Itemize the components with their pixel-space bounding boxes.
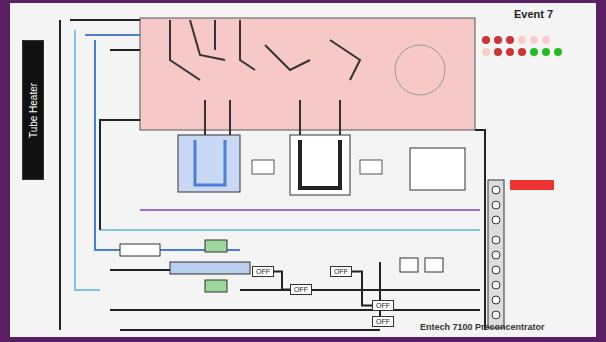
- valve-region: [140, 18, 475, 130]
- node-text: OFF: [376, 302, 390, 309]
- pump-box: [425, 258, 443, 272]
- valve-box: [205, 280, 227, 292]
- valve-state-box: OFF: [372, 300, 394, 311]
- valve-state-box: OFF: [372, 316, 394, 327]
- event-title: Event 7: [514, 8, 553, 20]
- port-column: [488, 180, 504, 328]
- valve-box: [205, 240, 227, 252]
- wires: [60, 20, 485, 330]
- node-text: OFF: [294, 286, 308, 293]
- panel-ground: [10, 3, 596, 337]
- trap-tube: [195, 140, 225, 185]
- pipe-connector: [352, 272, 372, 306]
- gauge: [360, 160, 382, 174]
- trap-one: [178, 135, 240, 192]
- alert-bar: [510, 180, 554, 190]
- status-dots: [482, 36, 562, 56]
- trap-two: [290, 135, 350, 195]
- node-text: OFF: [334, 268, 348, 275]
- sensor-box: [120, 244, 160, 256]
- valve-state-box: OFF: [252, 266, 274, 277]
- node-text: OFF: [376, 318, 390, 325]
- pump-box: [400, 258, 418, 272]
- manifold: [170, 262, 250, 274]
- valve-state-box: OFF: [330, 266, 352, 277]
- node-text: Tube Heater: [28, 40, 39, 180]
- trap-three: [410, 148, 465, 190]
- valve-paths: [170, 20, 360, 140]
- pipe-connector: [274, 272, 290, 290]
- node-text: OFF: [256, 268, 270, 275]
- trap-tube: [300, 140, 340, 188]
- gauge: [252, 160, 274, 174]
- heater-box: Tube Heater: [22, 40, 44, 180]
- valve-state-box: OFF: [290, 284, 312, 295]
- valve-rotor: [395, 45, 445, 95]
- instrument-name: Entech 7100 Preconcentrator: [420, 322, 545, 332]
